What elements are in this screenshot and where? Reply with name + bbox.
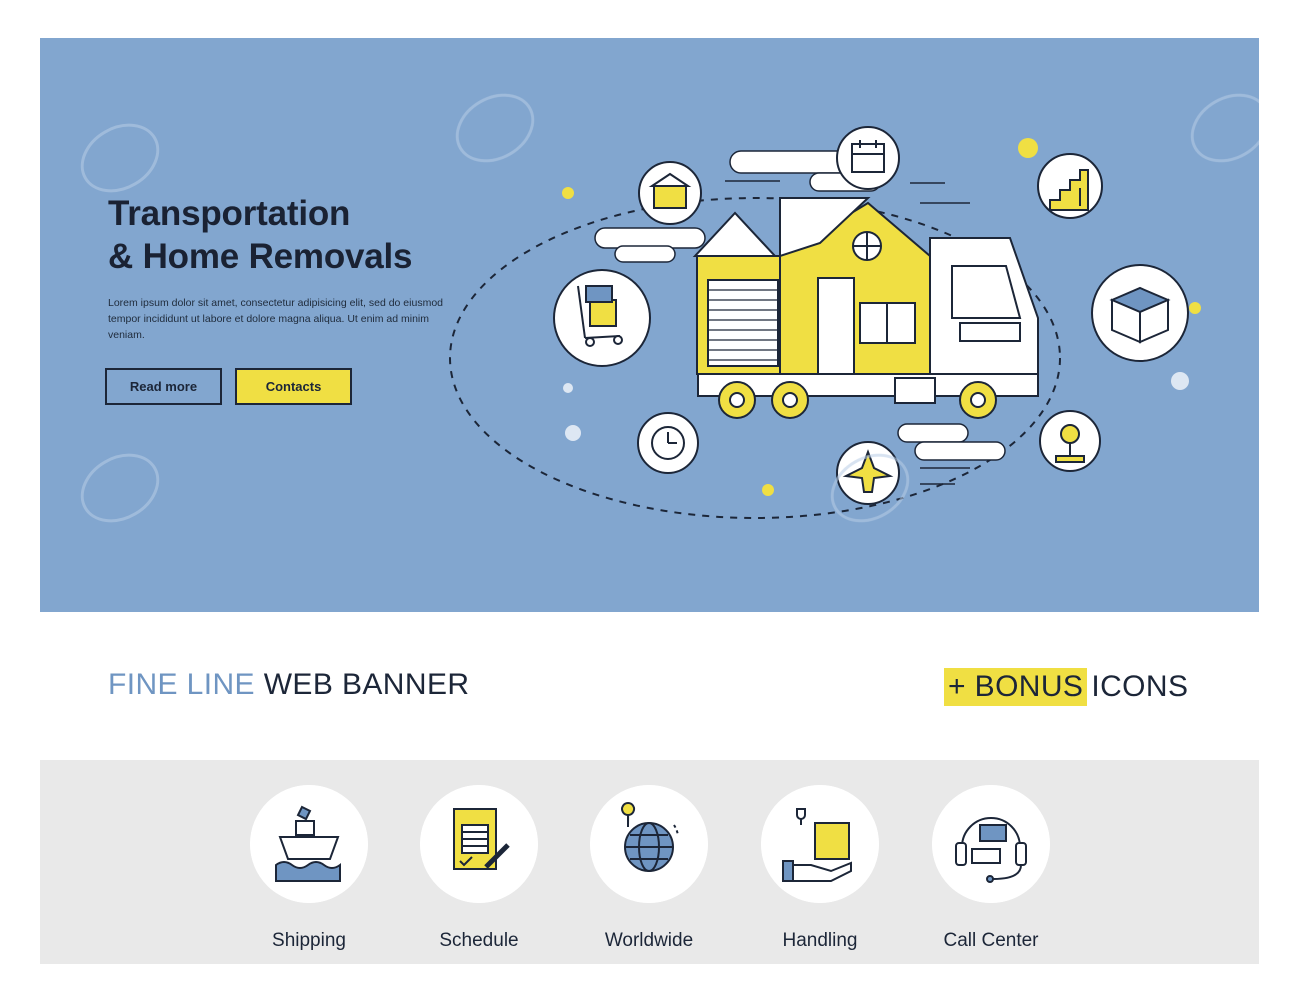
dot [1171,372,1189,390]
document-pencil-icon [420,785,538,903]
scale-badge-icon [1039,410,1101,472]
cloud-bottom [897,423,1006,461]
box-badge-icon [1091,264,1189,362]
hero-title-line-2: & Home Removals [108,237,413,276]
hero-description: Lorem ipsum dolor sit amet, consectetur … [108,297,443,341]
moving-truck-illustration [80,93,1259,523]
speed-lines [725,180,970,485]
stairs-badge-icon [1037,153,1103,219]
building-badge-icon [638,161,702,225]
dot [1018,138,1038,158]
icon-item-shipping: Shipping [234,785,384,952]
icon-label-schedule: Schedule [439,930,519,951]
dot [563,383,573,393]
hand-box-icon [761,785,879,903]
icon-label-worldwide: Worldwide [604,930,694,951]
clock-badge-icon [637,412,699,474]
orbit-path [449,197,1061,519]
icon-item-handling: Handling [745,785,895,952]
dot [1189,302,1201,314]
hero-title-line-1: Transportation [108,194,351,233]
fine-line-text: FINE LINE [108,668,255,701]
icon-item-schedule: Schedule [404,785,554,952]
icon-label-shipping: Shipping [272,930,346,951]
hero-banner: Transportation & Home Removals Lorem ips… [40,38,1259,612]
contacts-button[interactable]: Contacts [235,368,352,405]
icon-label-call-center: Call Center [943,930,1039,951]
watermark [80,93,1259,523]
truck [692,197,1039,419]
read-more-button[interactable]: Read more [105,368,222,405]
web-banner-text: WEB BANNER [263,668,470,701]
icon-item-worldwide: Worldwide [574,785,724,952]
headset-chat-icon [932,785,1050,903]
bonus-icons-heading: + BONUS ICONS [944,668,1188,706]
dot [565,425,581,441]
bonus-tag: + BONUS [944,668,1088,706]
fine-line-web-banner-heading: FINE LINE WEB BANNER [108,668,469,702]
ship-icon [250,785,368,903]
bonus-icons-strip: Shipping Schedule [40,760,1259,964]
icon-item-call-center: Call Center [916,785,1066,952]
hero-title: Transportation & Home Removals [108,192,413,278]
globe-pin-icon [590,785,708,903]
calendar-badge-icon [836,126,900,190]
icons-text: ICONS [1091,670,1189,703]
dot [562,187,574,199]
cart-badge-icon [553,269,651,367]
icon-label-handling: Handling [782,930,858,951]
cloud-left [594,227,706,263]
dot [762,484,774,496]
airplane-badge-icon [836,441,900,505]
